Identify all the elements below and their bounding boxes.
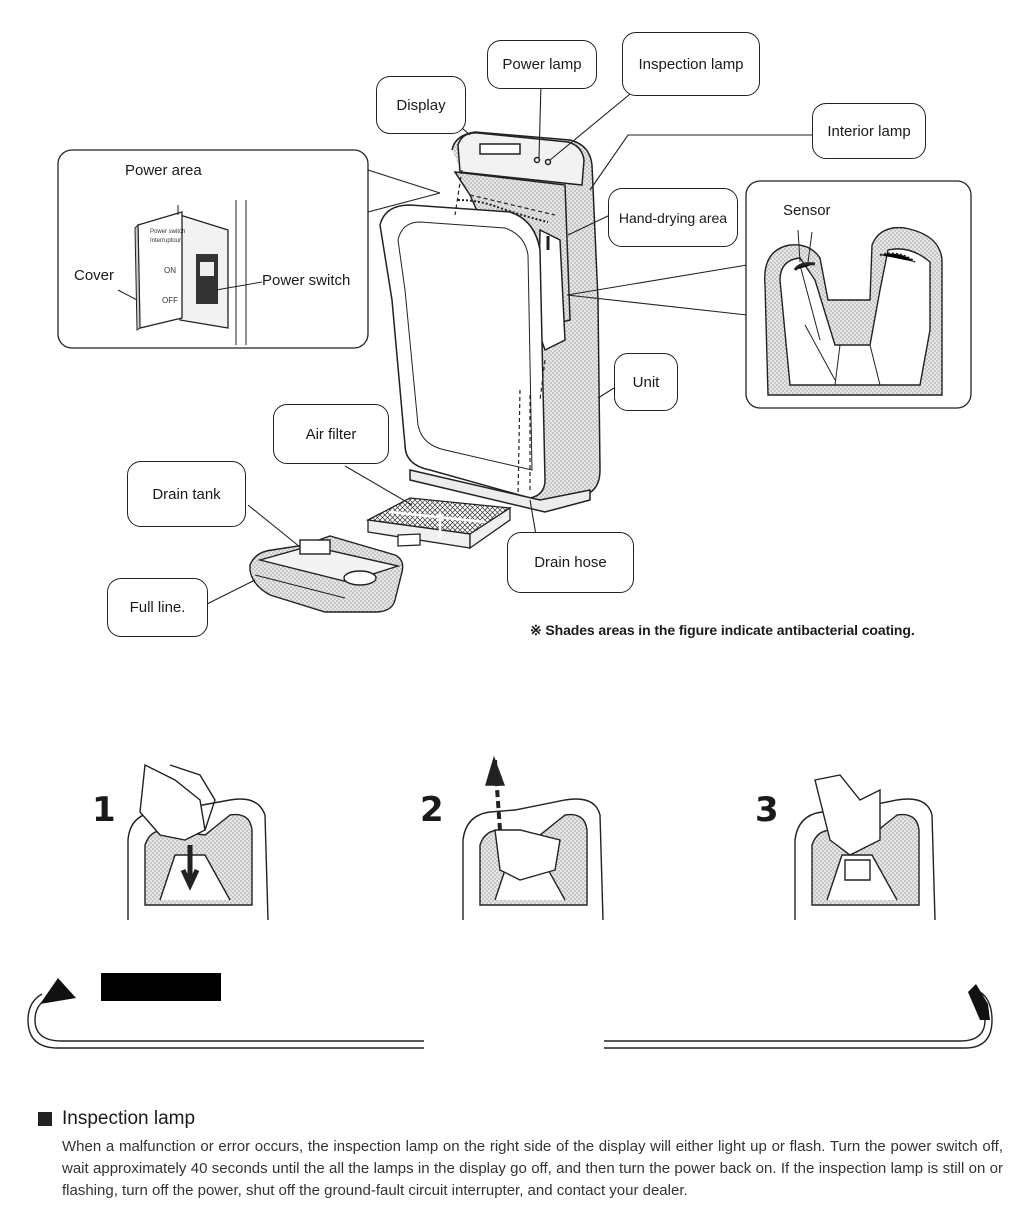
callout-hand-drying-area: Hand-drying area [608, 188, 738, 247]
callout-unit: Unit [614, 353, 678, 411]
callout-inspection-lamp: Inspection lamp [622, 32, 760, 96]
power-area-inset [57, 149, 369, 349]
switch-off-label: OFF [162, 296, 178, 305]
drain-tank-drawing [249, 535, 404, 613]
callout-display: Display [376, 76, 466, 134]
callout-drain-hose: Drain hose [507, 532, 634, 593]
antibacterial-note: ※ Shades areas in the figure indicate an… [530, 622, 915, 638]
bracket-arrowhead-right [968, 984, 990, 1020]
cover-text-line-1: Power switch [150, 229, 186, 235]
section-body-text: When a malfunction or error occurs, the … [62, 1138, 1003, 1199]
callout-power-lamp: Power lamp [487, 40, 597, 89]
redacted-label-bar [101, 973, 221, 1001]
callout-leader-lines [204, 82, 812, 606]
section-heading-row: Inspection lamp [38, 1108, 1003, 1130]
step-2-figure [462, 755, 604, 921]
callout-full-line: Full line. [107, 578, 208, 637]
hand-dryer-unit [379, 131, 601, 513]
cover-label: Cover [74, 267, 115, 284]
switch-on-label: ON [164, 266, 176, 275]
step-number-1: 1 [92, 790, 116, 830]
step-1-figure [127, 763, 269, 921]
bracket-arrowhead-left [40, 978, 76, 1004]
power-switch-label: Power switch [262, 272, 351, 289]
step-number-2: 2 [420, 790, 444, 830]
callout-air-filter: Air filter [273, 404, 389, 464]
cover-text-line-2: Interruptour [150, 238, 182, 244]
air-filter-drawing [365, 497, 512, 550]
section-heading: Inspection lamp [62, 1108, 196, 1129]
power-area-title: Power area [125, 162, 202, 179]
step-number-3: 3 [755, 790, 779, 830]
callout-drain-tank: Drain tank [127, 461, 246, 527]
sensor-title: Sensor [783, 202, 831, 219]
sensor-inset [745, 180, 972, 409]
square-bullet-icon [38, 1112, 52, 1126]
step-3-figure [794, 774, 936, 921]
inspection-lamp-section: Inspection lamp When a malfunction or er… [38, 1108, 1003, 1202]
callout-interior-lamp: Interior lamp [812, 103, 926, 159]
